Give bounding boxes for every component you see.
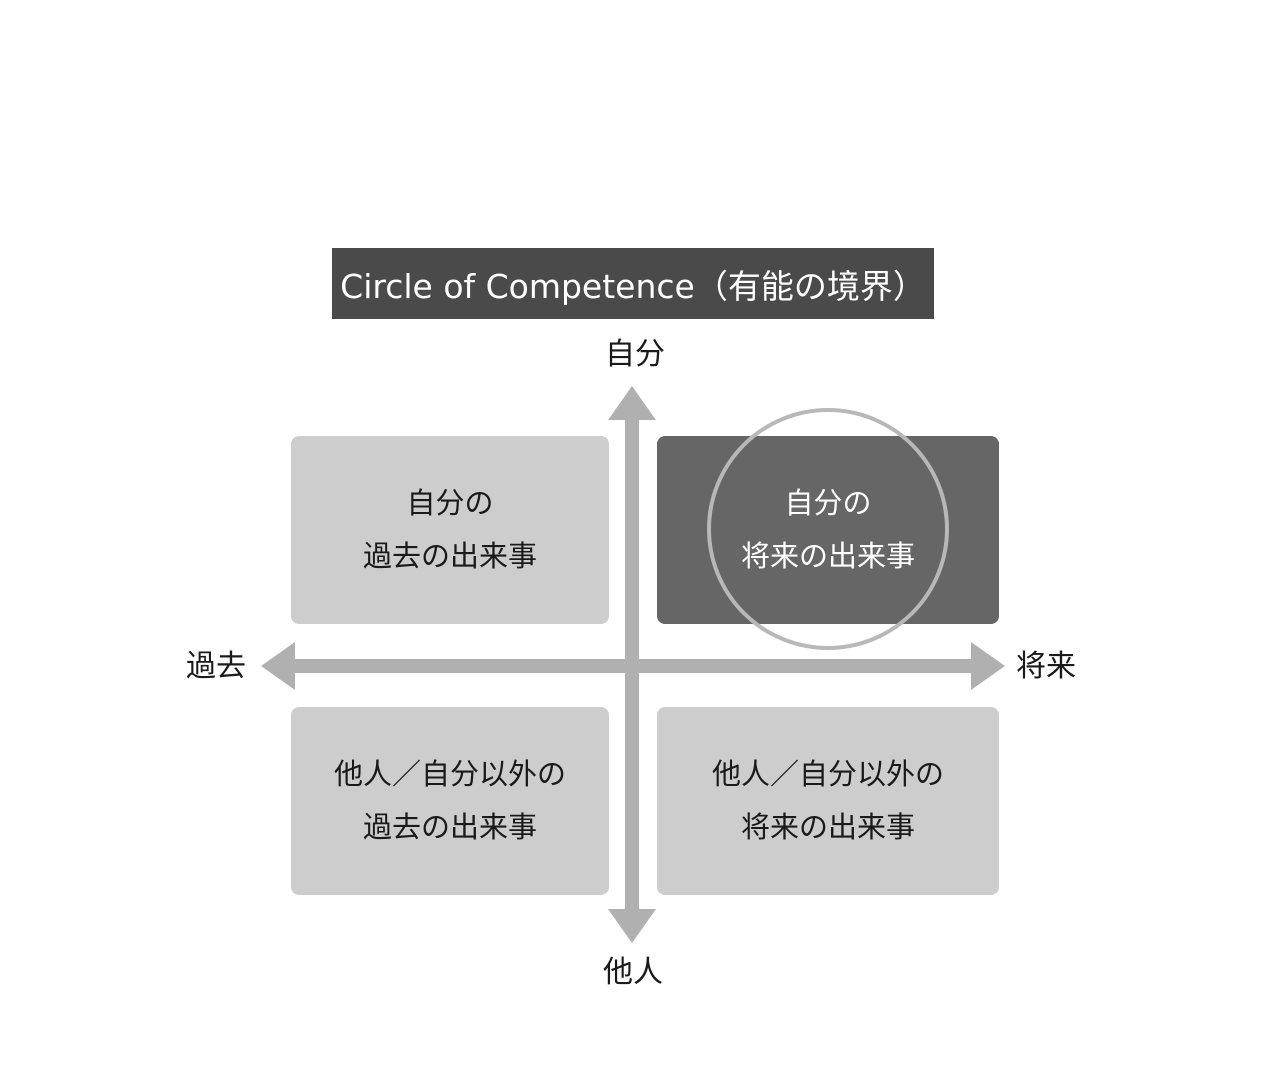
vertical-axis [625, 412, 639, 916]
axis-label-left: 過去 [186, 649, 246, 684]
quadrant-top-right: 自分の 将来の出来事 [657, 436, 999, 624]
quadrant-bottom-left: 他人／自分以外の 過去の出来事 [291, 707, 609, 895]
left-arrow-icon [261, 642, 295, 690]
title-bar: Circle of Competence（有能の境界） [332, 248, 934, 319]
down-arrow-icon [608, 909, 656, 943]
quadrant-top-left: 自分の 過去の出来事 [291, 436, 609, 624]
quadrant-line: 将来の出来事 [740, 539, 915, 573]
quadrant-line: 他人／自分以外の [711, 757, 944, 791]
quadrant-line: 過去の出来事 [362, 539, 537, 573]
axis-label-bottom: 他人 [603, 955, 663, 990]
quadrant-line: 過去の出来事 [362, 810, 537, 844]
quadrant-line: 他人／自分以外の [333, 757, 566, 791]
axis-label-top: 自分 [605, 337, 665, 372]
quadrant-bottom-right: 他人／自分以外の 将来の出来事 [657, 707, 999, 895]
up-arrow-icon [608, 386, 656, 420]
horizontal-axis [288, 659, 978, 673]
right-arrow-icon [971, 642, 1005, 690]
quadrant-line: 自分の [784, 486, 872, 520]
quadrant-line: 自分の [406, 486, 494, 520]
quadrant-line: 将来の出来事 [740, 810, 915, 844]
axis-label-right: 将来 [1016, 649, 1076, 684]
diagram-title: Circle of Competence（有能の境界） [340, 266, 926, 306]
